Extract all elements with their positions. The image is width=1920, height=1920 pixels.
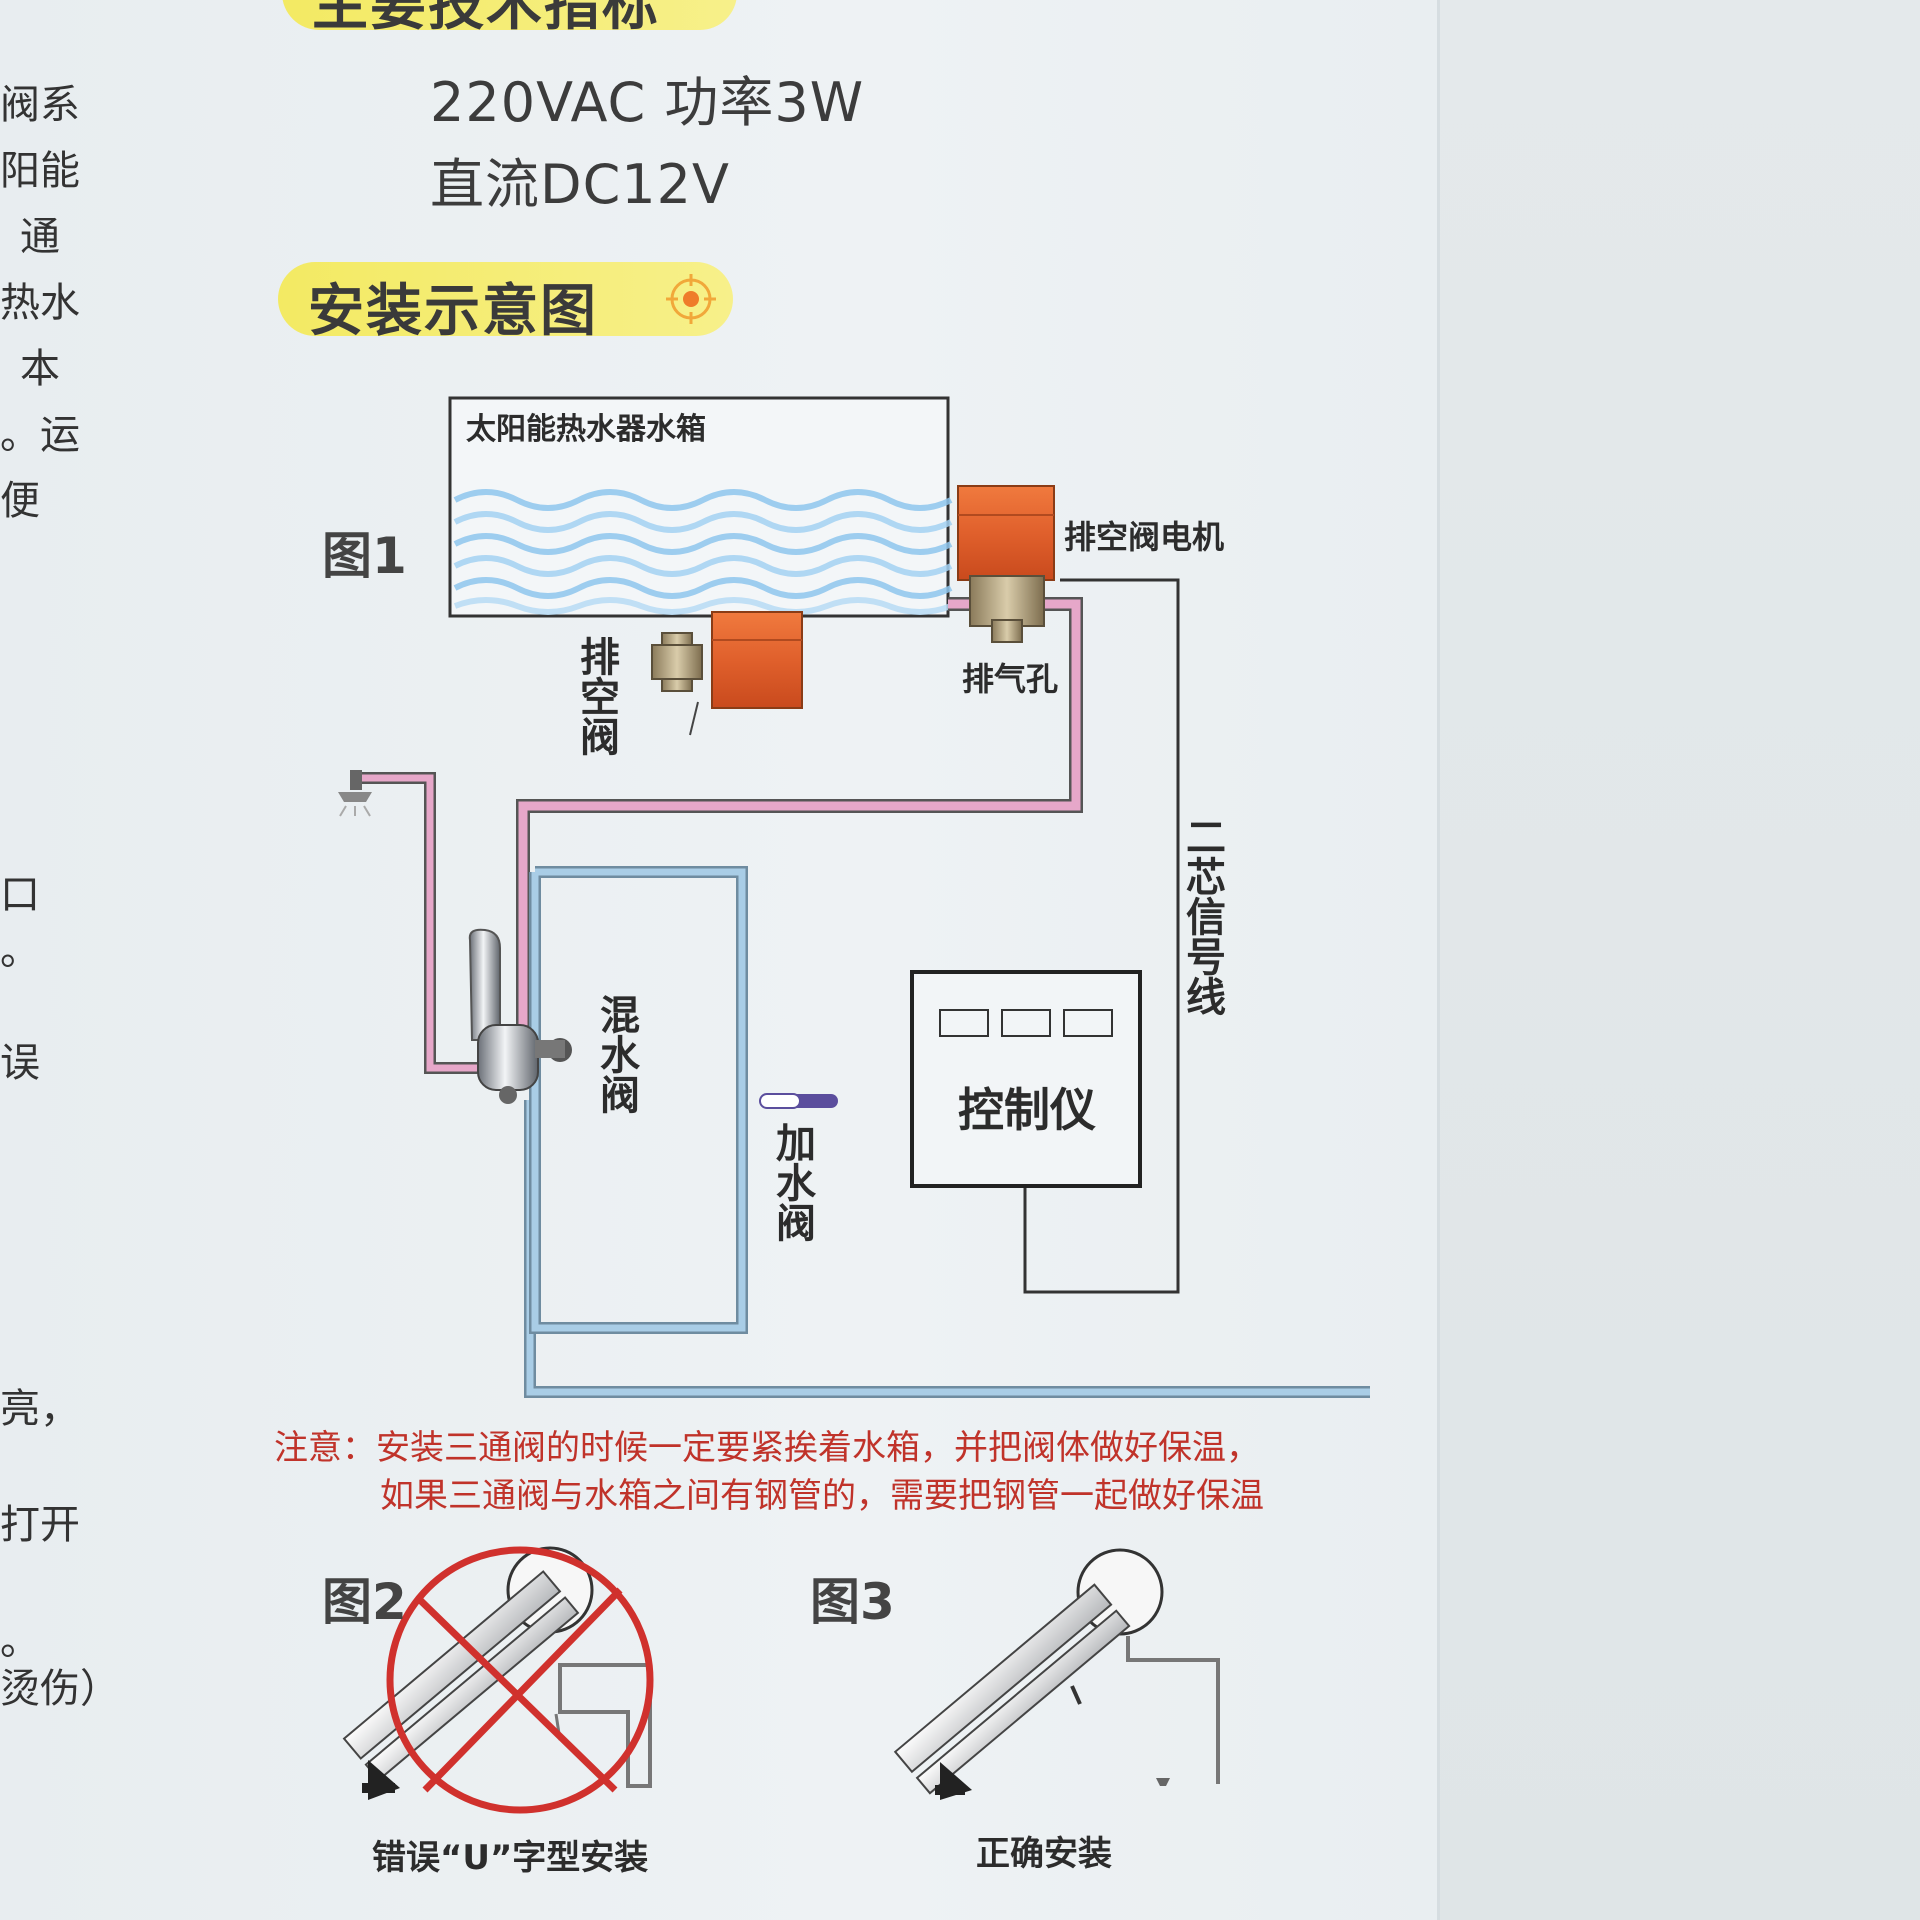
figure1-label: 图1 bbox=[322, 527, 407, 585]
spec-dc: 直流DC12V bbox=[430, 153, 730, 216]
vent-hole-label: 排气孔 bbox=[962, 660, 1059, 698]
margin-text-line: 。 bbox=[0, 928, 40, 974]
controller-label: 控制仪 bbox=[958, 1083, 1096, 1137]
margin-text-line: 。 bbox=[0, 1618, 40, 1664]
left-margin-text: 阀系 阳能 通 热水 本 。运 便 口 。 误 亮， 打开 。 烫伤） bbox=[0, 0, 120, 1920]
display-segment bbox=[939, 1009, 989, 1037]
drain-valve-motor-label: 排空阀电机 bbox=[1064, 518, 1225, 556]
shower-head-icon bbox=[1156, 1778, 1170, 1786]
specs-section-header: 主要技术指标 bbox=[282, 0, 737, 38]
figure2-wrong-install bbox=[342, 1546, 654, 1814]
fill-valve-label: 加水阀 bbox=[776, 1121, 816, 1247]
drain-valve-motor-icon bbox=[957, 485, 1055, 643]
mixing-valve-label: 混水阀 bbox=[600, 993, 640, 1119]
display-segment bbox=[1001, 1009, 1051, 1037]
drain-valve-label: 排空阀 bbox=[580, 635, 620, 761]
figure3-caption: 正确安装 bbox=[976, 1834, 1112, 1874]
specs-section-title: 主要技术指标 bbox=[312, 0, 660, 38]
display-segment bbox=[1063, 1009, 1113, 1037]
controller-box bbox=[910, 970, 1142, 1188]
note-line1: 注意：安装三通阀的时候一定要紧挨着水箱，并把阀体做好保温， bbox=[274, 1428, 1260, 1468]
margin-text-line: 通 bbox=[20, 214, 60, 260]
margin-text-line: 阀系 bbox=[0, 82, 80, 128]
tank-label: 太阳能热水器水箱 bbox=[466, 412, 706, 447]
margin-text-line: 打开 bbox=[0, 1502, 80, 1548]
margin-text-line: 热水 bbox=[0, 280, 80, 326]
install-section-header: 安装示意图 bbox=[278, 262, 733, 344]
margin-text-line: 烫伤） bbox=[0, 1666, 120, 1712]
margin-text-line: 。运 bbox=[0, 412, 80, 458]
margin-text-line: 便 bbox=[0, 478, 40, 524]
figure3-correct-install bbox=[893, 1548, 1220, 1800]
background-surface bbox=[1440, 0, 1920, 1920]
drain-valve-icon bbox=[651, 611, 803, 736]
installation-diagram bbox=[338, 396, 1370, 1814]
water-waves bbox=[453, 489, 953, 615]
margin-text-line: 本 bbox=[20, 346, 60, 392]
cold-water-pipe bbox=[524, 866, 1370, 1398]
margin-text-line: 阳能 bbox=[0, 148, 80, 194]
note-line2: 如果三通阀与水箱之间有钢管的，需要把钢管一起做好保温 bbox=[380, 1476, 1264, 1516]
margin-text-line: 口 bbox=[0, 872, 40, 918]
page-edge bbox=[1437, 0, 1440, 1920]
signal-wire-label: 二芯信号线 bbox=[1186, 815, 1226, 1021]
figure2-caption: 错误“U”字型安装 bbox=[372, 1838, 649, 1878]
mixing-valve-icon bbox=[468, 928, 572, 1104]
figure3-label: 图3 bbox=[810, 1573, 895, 1631]
fill-valve-icon bbox=[759, 1093, 838, 1109]
spec-power: 220VAC 功率3W bbox=[430, 71, 865, 134]
target-icon bbox=[666, 274, 716, 324]
signal-wire bbox=[1023, 578, 1180, 1294]
margin-text-line: 误 bbox=[0, 1040, 40, 1086]
install-section-title: 安装示意图 bbox=[308, 279, 598, 344]
water-tank bbox=[448, 396, 953, 618]
figure2-label: 图2 bbox=[322, 1573, 407, 1631]
margin-text-line: 亮， bbox=[0, 1386, 80, 1432]
shower-head-icon bbox=[338, 770, 372, 817]
